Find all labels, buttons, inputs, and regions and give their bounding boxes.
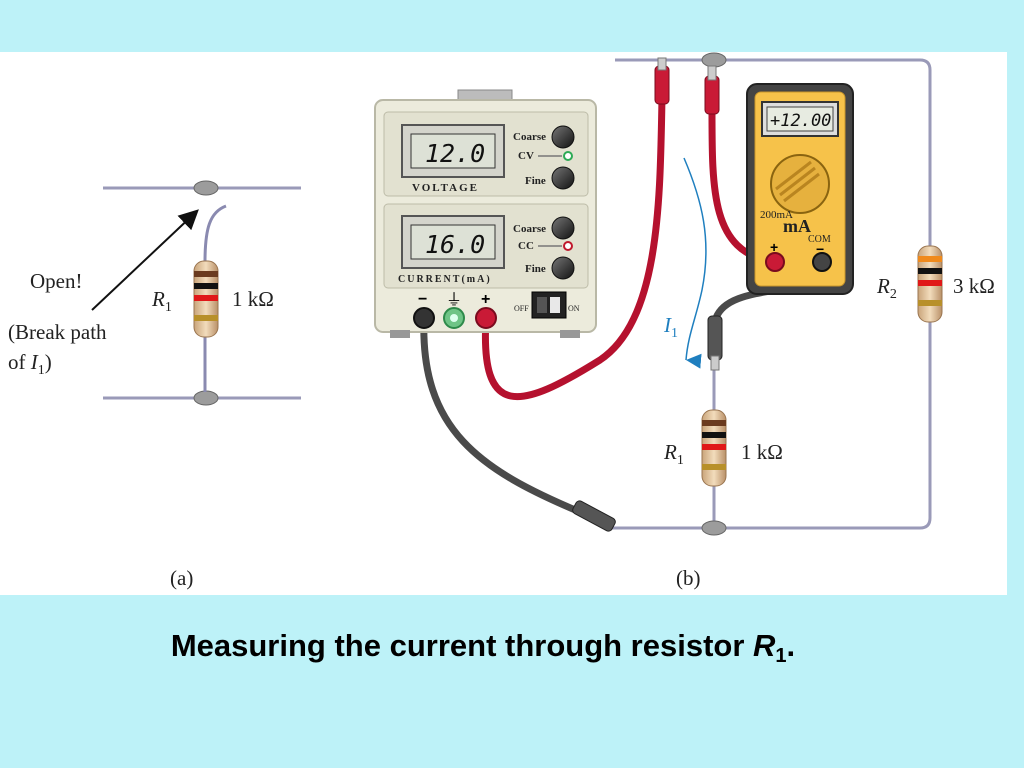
break-path-label-line1: (Break path [8, 320, 107, 344]
figure-b-label: (b) [676, 566, 701, 590]
voltage-fine-knob[interactable] [551, 166, 575, 190]
figure-b: 12.0 VOLTAGE Coarse CV Fine 16.0 CURRENT… [374, 52, 995, 590]
solder-joint-top-a [193, 180, 219, 196]
cv-indicator-icon [563, 151, 573, 161]
current-coarse-label: Coarse [513, 223, 546, 235]
gray-clip-2 [572, 500, 616, 532]
resistor-r1-a [193, 260, 219, 338]
supply-positive-lead [481, 94, 666, 401]
current-direction-arrow [683, 157, 707, 369]
current-i1-label: I1 [663, 313, 678, 341]
power-supply: 12.0 VOLTAGE Coarse CV Fine 16.0 CURRENT… [374, 89, 597, 338]
positive-terminal[interactable] [475, 307, 497, 329]
r2-value: 3 kΩ [953, 274, 995, 298]
meter-minus-label: − [816, 241, 824, 257]
multimeter: +12.00 200mA mA + COM − [746, 83, 854, 295]
on-label: ON [568, 304, 580, 313]
meter-range-label: 200mA [760, 209, 793, 221]
off-label: OFF [514, 304, 529, 313]
current-fine-label: Fine [525, 263, 546, 275]
voltage-coarse-knob[interactable] [551, 125, 575, 149]
red-clip-2 [704, 65, 720, 115]
break-path-label-line2: of I1) [8, 350, 52, 378]
voltage-label: VOLTAGE [412, 182, 479, 194]
r2-label: R2 [876, 274, 897, 302]
dial-grip-icon [775, 160, 820, 203]
meter-unit-label: mA [783, 216, 811, 236]
figure-a-label: (a) [170, 566, 193, 590]
meter-com-jack[interactable] [812, 252, 832, 272]
slide-caption: Measuring the current through resistor R… [170, 628, 796, 667]
solder-joint-bottom-b [701, 520, 727, 536]
r1-label-b: R1 [663, 440, 684, 468]
red-clip-1 [654, 57, 670, 105]
r1-label-a: R1 [151, 287, 172, 315]
meter-plus-label: + [770, 239, 778, 255]
solder-joint-bottom-a [193, 390, 219, 406]
solder-joint-top-b [701, 52, 727, 68]
ground-icon: ⏚ [446, 291, 462, 309]
resistor-r2 [917, 245, 943, 323]
cv-label: CV [518, 150, 534, 162]
negative-terminal[interactable] [413, 307, 435, 329]
meter-display: +12.00 [770, 111, 831, 131]
voltage-coarse-label: Coarse [513, 131, 546, 143]
r1-value-a: 1 kΩ [232, 287, 274, 311]
gray-clip-1 [707, 315, 723, 371]
figure-a: Open! (Break path of I1) R1 1 kΩ (a) [8, 180, 301, 590]
current-coarse-knob[interactable] [551, 216, 575, 240]
voltage-fine-label: Fine [525, 175, 546, 187]
positive-terminal-label: + [481, 291, 490, 308]
meter-positive-jack[interactable] [765, 252, 785, 272]
voltage-display: 12.0 [425, 139, 485, 168]
negative-terminal-label: − [418, 291, 427, 308]
meter-com-label: COM [808, 234, 831, 245]
current-label: CURRENT(mA) [398, 274, 492, 285]
cc-indicator-icon [563, 241, 573, 251]
supply-negative-lead [420, 314, 584, 516]
resistor-r1-b [701, 409, 727, 487]
r1-value-b: 1 kΩ [741, 440, 783, 464]
current-display: 16.0 [425, 230, 485, 259]
cc-label: CC [518, 240, 534, 252]
current-fine-knob[interactable] [551, 256, 575, 280]
open-label: Open! [30, 269, 82, 293]
meter-dial[interactable] [770, 154, 830, 214]
open-lead [203, 204, 227, 263]
open-pointer-arrow [91, 209, 199, 311]
